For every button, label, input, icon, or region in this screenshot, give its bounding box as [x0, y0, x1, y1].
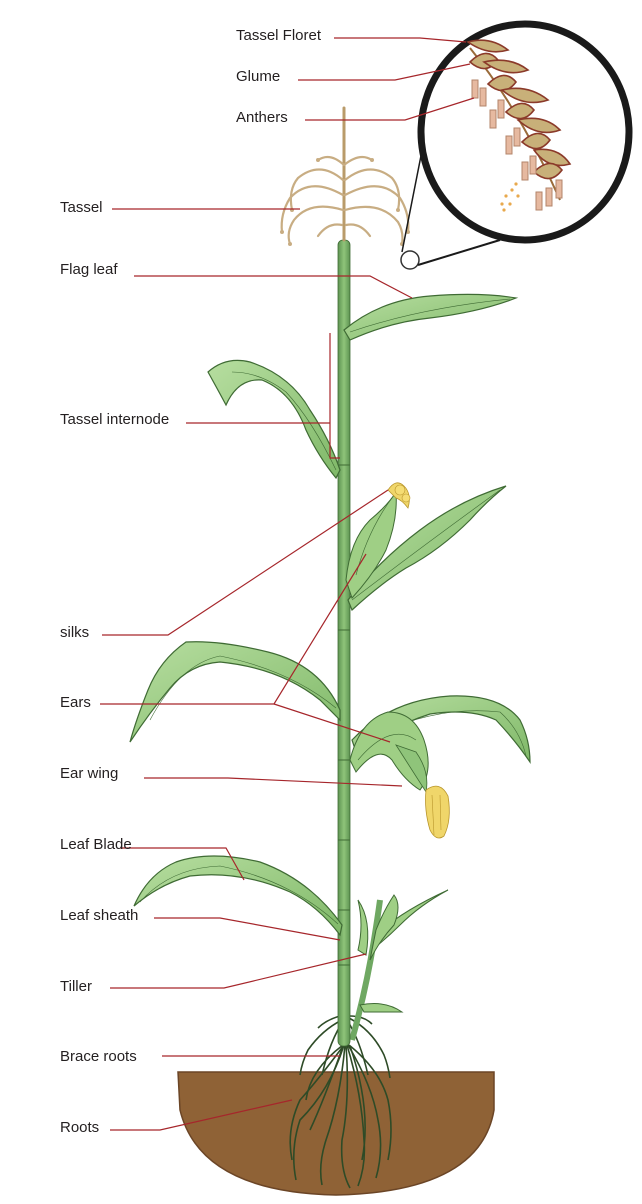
lower-ear: [349, 711, 450, 839]
soil-mound: [177, 1071, 495, 1196]
upper-ear: [345, 482, 411, 599]
label-anthers: Anthers: [236, 109, 288, 126]
leader-lines: [100, 37, 475, 1131]
upper-right-leaf: [347, 485, 507, 612]
flag-leaf: [343, 293, 519, 341]
tassel: [280, 106, 410, 246]
stalk-nodes: [338, 464, 350, 966]
label-tassel-floret: Tassel Floret: [236, 27, 322, 44]
label-silks: silks: [60, 624, 90, 641]
tiller: [349, 889, 449, 1041]
label-ear-wing: Ear wing: [60, 765, 119, 782]
tassel-branch-detail: [466, 39, 572, 212]
label-glume: Glume: [236, 68, 281, 85]
label-tassel: Tassel: [60, 199, 103, 216]
label-tiller: Tiller: [60, 978, 92, 995]
middle-left-leaf: [129, 641, 341, 743]
label-leaf-sheath: Leaf sheath: [60, 907, 139, 924]
label-roots: Roots: [60, 1119, 100, 1136]
label-leaf-blade: Leaf Blade: [60, 836, 132, 853]
label-brace-roots: Brace roots: [60, 1048, 137, 1065]
label-ears: Ears: [60, 694, 91, 711]
lower-leaf-blade: [133, 855, 343, 937]
label-flag-leaf: Flag leaf: [60, 261, 118, 278]
label-tassel-internode: Tassel internode: [60, 411, 170, 428]
upper-left-leaf: [207, 359, 341, 480]
